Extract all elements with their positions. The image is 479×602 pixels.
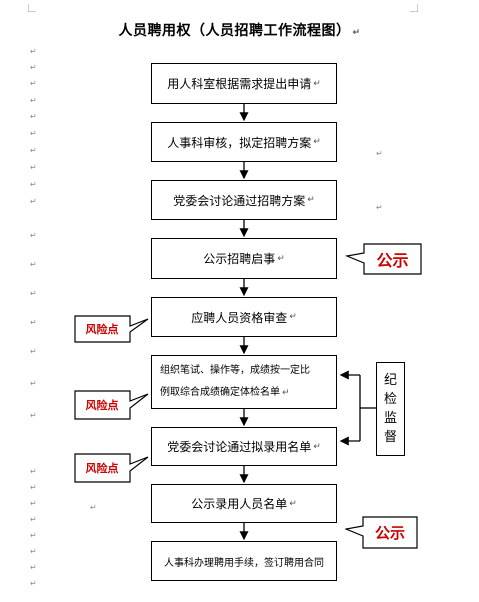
risk-point-callout-2: 风险点: [74, 389, 150, 421]
paragraph-mark: ↵: [30, 563, 37, 572]
flow-step-4: 公示招聘启事↵: [151, 238, 337, 279]
paragraph-mark: ↵: [289, 312, 297, 322]
paragraph-mark: ↵: [30, 260, 37, 269]
step-label: 组织笔试、操作等，成绩按一定比 例取综合成绩确定体检名单↵: [160, 360, 310, 404]
title-text: 人员聘用权（人员招聘工作流程图）: [118, 23, 351, 39]
callout-shape: [344, 243, 422, 275]
supervision-box: 纪 检 监 督: [376, 362, 405, 456]
step-label-line-2: 例取综合成绩确定体检名单: [160, 387, 280, 398]
paragraph-mark: ↵: [30, 379, 37, 388]
paragraph-mark: ↵: [352, 28, 361, 38]
risk-point-callout-3: 风险点: [74, 452, 150, 484]
flow-step-7: 党委会讨论通过拟录用名单↵: [151, 427, 337, 466]
step-label: 党委会讨论通过拟录用名单: [167, 440, 312, 454]
flow-step-9: 人事科办理聘用手续，签订聘用合同: [151, 541, 337, 581]
paragraph-mark: ↵: [30, 515, 37, 524]
paragraph-mark: ↵: [30, 547, 37, 556]
paragraph-mark: ↵: [30, 579, 37, 588]
paragraph-mark: ↵: [313, 441, 321, 452]
paragraph-mark: ↵: [30, 163, 37, 172]
callout-label: 风险点: [85, 323, 119, 336]
paragraph-mark: ↵: [313, 137, 321, 147]
paragraph-mark: ↵: [30, 96, 37, 105]
callout-label: 公示: [376, 251, 409, 270]
step-label: 用人科室根据需求提出申请: [167, 77, 312, 91]
paragraph-mark: ↵: [30, 411, 37, 420]
step-label: 公示招聘启事: [203, 252, 276, 266]
flow-step-2: 人事科审核，拟定招聘方案↵: [151, 122, 337, 162]
callout-label: 风险点: [85, 462, 119, 475]
paragraph-mark: ↵: [30, 531, 37, 540]
paragraph-mark: ↵: [30, 146, 37, 155]
step-label: 人事科办理聘用手续，签订聘用合同: [164, 557, 324, 569]
flow-step-1: 用人科室根据需求提出申请↵: [151, 63, 337, 104]
paragraph-mark: ↵: [289, 498, 297, 509]
paragraph-mark: ↵: [30, 318, 37, 327]
page-title: 人员聘用权（人员招聘工作流程图）↵: [0, 20, 479, 40]
paragraph-mark: ↵: [277, 253, 285, 264]
step-label: 党委会讨论通过招聘方案: [173, 193, 306, 208]
paragraph-mark: ↵: [30, 483, 37, 492]
callout-shape: [74, 453, 149, 483]
paragraph-mark: ↵: [30, 197, 37, 206]
paragraph-mark: ↵: [30, 289, 37, 298]
paragraph-mark: ↵: [30, 112, 37, 121]
callout-shape: [74, 390, 149, 420]
callout-label: 公示: [374, 524, 405, 542]
paragraph-mark: ↵: [313, 78, 321, 89]
step-label-line-1: 组织笔试、操作等，成绩按一定比: [160, 365, 310, 376]
paragraph-mark: ↵: [30, 347, 37, 356]
paragraph-mark: ↵: [30, 47, 37, 56]
paragraph-mark: ↵: [282, 388, 290, 398]
paragraph-mark: ↵: [30, 63, 37, 72]
public-notice-callout-1: 公示: [343, 241, 423, 277]
step-label: 人事科审核，拟定招聘方案: [167, 135, 312, 150]
callout-shape: [345, 516, 418, 549]
flow-step-6: 组织笔试、操作等，成绩按一定比 例取综合成绩确定体检名单↵: [151, 355, 337, 409]
callout-label: 风险点: [85, 399, 119, 412]
supervision-char: 纪: [383, 373, 397, 388]
risk-point-callout-1: 风险点: [74, 314, 150, 344]
paragraph-mark: ↵: [376, 203, 383, 212]
flow-step-3: 党委会讨论通过招聘方案↵: [151, 180, 337, 220]
callout-shape: [74, 315, 149, 343]
paragraph-mark: ↵: [307, 195, 315, 205]
paragraph-mark: ↵: [30, 499, 37, 508]
paragraph-mark: ↵: [30, 129, 37, 138]
supervision-char: 督: [383, 430, 397, 445]
flow-step-5: 应聘人员资格审查↵: [151, 297, 337, 337]
supervision-char: 监: [383, 411, 397, 426]
paragraph-mark: ↵: [90, 503, 97, 512]
public-notice-callout-2: 公示: [345, 516, 419, 550]
paragraph-mark: ↵: [30, 467, 37, 476]
paragraph-mark: ↵: [30, 79, 37, 88]
paragraph-mark: ↵: [30, 180, 37, 189]
step-label: 公示录用人员名单: [191, 497, 288, 511]
paragraph-mark: ↵: [30, 231, 37, 240]
step-label: 应聘人员资格审查: [191, 310, 288, 325]
flow-step-8: 公示录用人员名单↵: [151, 484, 337, 523]
paragraph-mark: ↵: [376, 149, 383, 158]
supervision-char: 检: [383, 392, 397, 407]
